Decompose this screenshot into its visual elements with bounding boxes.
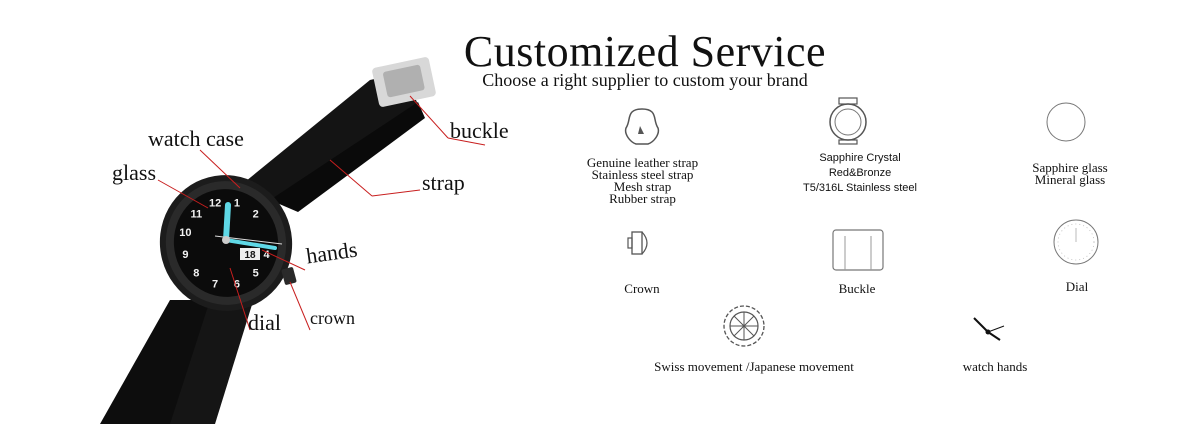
buckle-label: Buckle [838,281,876,296]
dial-number: 8 [193,268,199,280]
watch-hands-icon [973,317,1005,341]
case-line-2: Red&Bronze [828,167,892,179]
dial-number: 11 [190,208,202,220]
dial-number: 9 [182,249,188,261]
glass-icon [1046,102,1086,142]
case-line-1: Sapphire Crystal [819,152,901,164]
strap-line-2: Stainless steel strap [591,167,694,182]
feature-buckle: Buckle [815,226,899,297]
page-title: Customized Service [463,27,827,76]
feature-dial: Dial [1040,218,1114,295]
feature-hands: watch hands [952,312,1038,375]
buckle-icon [832,229,884,271]
feature-strap: Genuine leather strap Stainless steel st… [580,104,705,205]
dial-label: Dial [1065,279,1089,294]
dial-number: 12 [209,197,221,209]
feature-crown: Crown [600,222,684,297]
crown-label: Crown [624,281,660,296]
dial-number: 7 [212,279,218,291]
glass-line-2: Mineral glass [1034,172,1106,187]
case-line-3: T5/316L Stainless steel [803,182,917,194]
dial-number: 1 [234,197,240,209]
dial-number: 2 [253,208,259,220]
date-window: 18 [244,250,256,261]
label-dial: dial [248,310,281,335]
glass-line-1: Sapphire glass [1032,160,1108,175]
page-subtitle: Choose a right supplier to custom your b… [482,70,808,90]
strap-line-1: Genuine leather strap [586,155,699,170]
label-watch-case: watch case [148,126,244,151]
label-strap: strap [422,170,465,195]
label-glass: glass [112,160,156,185]
movement-icon [723,305,765,347]
movement-label: Swiss movement /Japanese movement [654,359,854,374]
label-crown: crown [310,308,355,328]
feature-glass: Sapphire glass Mineral glass [1020,100,1120,186]
minute-hand [224,238,277,250]
dial-number: 4 [264,249,271,261]
label-buckle: buckle [450,118,509,143]
dial-number: 10 [179,227,191,239]
dial-number: 6 [234,279,240,291]
dial-icon [1053,219,1099,265]
feature-case: Sapphire Crystal Red&Bronze T5/316L Stai… [790,96,930,196]
hour-hand [223,202,231,243]
dial-number: 5 [253,268,259,280]
feature-movement: Swiss movement /Japanese movement [648,304,860,375]
hands-label: watch hands [962,359,1028,374]
strap-line-3: Mesh strap [613,179,672,194]
leather-icon [624,108,660,145]
watch-case-icon [829,97,867,145]
crown-icon [627,231,648,255]
strap-line-4: Rubber strap [609,191,676,206]
